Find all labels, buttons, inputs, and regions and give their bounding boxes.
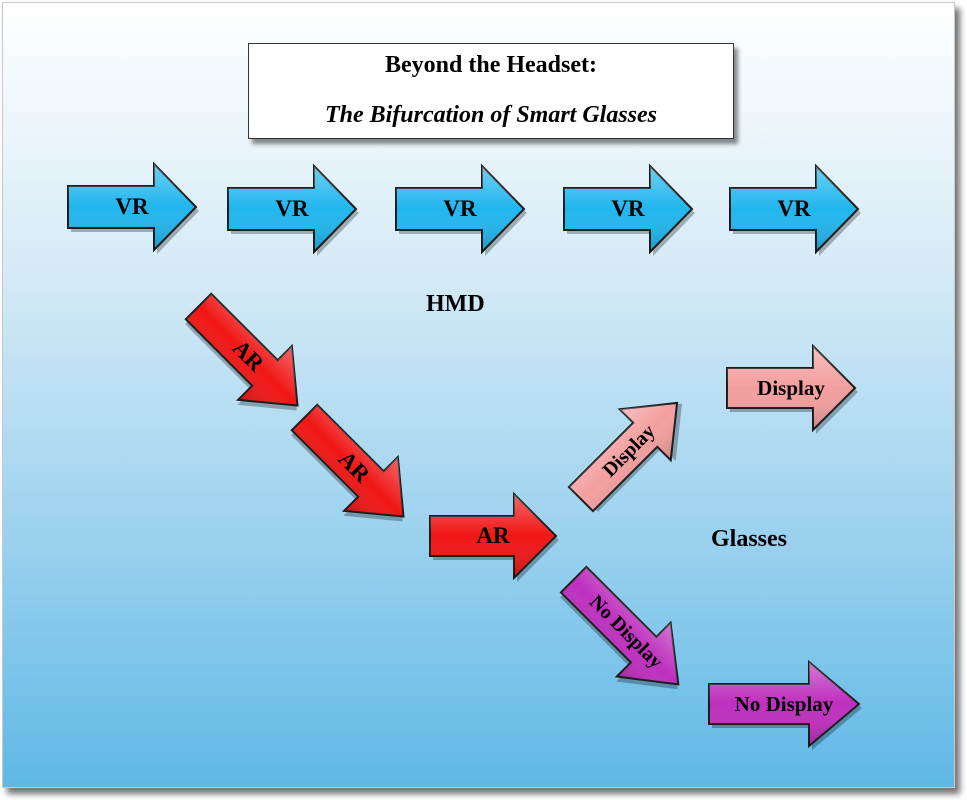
arrow-shape bbox=[227, 163, 359, 256]
arrow-gloss bbox=[709, 662, 859, 746]
arrow-gloss bbox=[730, 166, 858, 252]
arrow-shape bbox=[429, 491, 559, 582]
ar-arrow-3-label: AR bbox=[476, 523, 510, 548]
glasses-label: Glasses bbox=[711, 526, 788, 552]
vr-arrow-1: VR bbox=[67, 161, 199, 254]
vr-arrow-2-label: VR bbox=[275, 196, 309, 221]
display-diagonal-arrow: Display bbox=[555, 377, 702, 524]
vr-arrow-3: VR bbox=[395, 163, 527, 256]
arrow-gloss bbox=[727, 346, 855, 430]
arrow-shape bbox=[395, 163, 527, 256]
arrow-shape bbox=[729, 163, 861, 256]
title-line-1: Beyond the Headset: bbox=[385, 52, 597, 78]
vr-arrow-5-label: VR bbox=[777, 196, 811, 221]
arrow-gloss bbox=[560, 566, 679, 685]
arrow-shape bbox=[184, 292, 299, 411]
arrow-gloss bbox=[396, 166, 524, 252]
arrow-gloss bbox=[291, 404, 404, 517]
arrow-shape bbox=[726, 343, 858, 434]
arrow-gloss bbox=[564, 166, 692, 252]
arrow-gloss bbox=[185, 293, 298, 406]
arrow-gloss bbox=[430, 494, 556, 578]
no-display-arrow: No Display bbox=[708, 659, 862, 750]
title-line-2: The Bifurcation of Smart Glasses bbox=[324, 102, 658, 128]
ar-arrow-1: AR bbox=[172, 280, 325, 433]
ar-arrow-3: AR bbox=[429, 491, 559, 582]
arrow-gloss bbox=[228, 166, 356, 252]
no-display-diagonal-arrow-label: No Display bbox=[585, 590, 668, 673]
title-box: Beyond the Headset: The Bifurcation of S… bbox=[248, 43, 734, 139]
diagram-slide: Beyond the Headset: The Bifurcation of S… bbox=[2, 2, 955, 788]
arrow-gloss bbox=[568, 402, 678, 512]
ar-arrow-2: AR bbox=[278, 391, 431, 544]
arrow-shape bbox=[567, 401, 683, 513]
display-arrow: Display bbox=[726, 343, 858, 434]
vr-arrow-5: VR bbox=[729, 163, 861, 256]
display-diagonal-arrow-label: Display bbox=[598, 420, 660, 482]
vr-arrow-4-label: VR bbox=[611, 196, 645, 221]
arrow-shape bbox=[290, 403, 405, 522]
arrow-shape bbox=[67, 161, 199, 254]
no-display-arrow-label: No Display bbox=[734, 691, 834, 716]
hmd-label: HMD bbox=[426, 291, 485, 317]
vr-arrow-2: VR bbox=[227, 163, 359, 256]
arrow-shape bbox=[563, 163, 695, 256]
arrow-shape bbox=[708, 659, 862, 750]
vr-arrow-3-label: VR bbox=[443, 196, 477, 221]
arrow-gloss bbox=[68, 164, 196, 250]
no-display-diagonal-arrow: No Display bbox=[547, 553, 705, 711]
display-arrow-label: Display bbox=[757, 375, 825, 400]
vr-arrow-4: VR bbox=[563, 163, 695, 256]
arrow-shape bbox=[559, 565, 680, 690]
vr-arrow-1-label: VR bbox=[115, 194, 149, 219]
